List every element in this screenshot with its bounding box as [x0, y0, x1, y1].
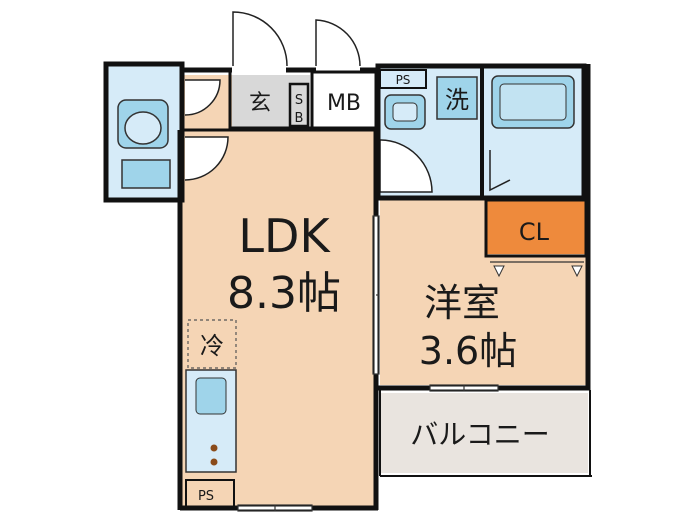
- washer-spot: [436, 76, 478, 120]
- washroom-door: [379, 139, 433, 193]
- floor-fills: [108, 66, 588, 507]
- ldk-name: LDK: [238, 209, 331, 263]
- ldk-door: [184, 136, 229, 181]
- window-marks: [237, 215, 499, 512]
- fixtures: [117, 75, 584, 473]
- kitchen-sink: [185, 369, 237, 473]
- bath-door: [489, 150, 511, 192]
- pipe-space-bottom-label: PS: [198, 489, 214, 504]
- pipe-space-top-label: PS: [396, 73, 411, 87]
- labels: LDK 8.3帖 洋室 3.6帖 バルコニー 玄 S B MB PS 洗 CL …: [198, 73, 550, 504]
- entrance-label: 玄: [249, 91, 271, 116]
- walls: [103, 61, 592, 511]
- western-room-size: 3.6帖: [419, 329, 517, 373]
- closet-floor: [486, 200, 586, 254]
- closet-label: CL: [519, 218, 550, 246]
- balcony-floor: [380, 393, 588, 473]
- fridge-space: [187, 319, 237, 369]
- shoe-box-s-label: S: [295, 93, 303, 108]
- meter-box-floor: [312, 75, 374, 127]
- entrance-door-right: [315, 19, 361, 67]
- bathtub-fixture: [491, 75, 575, 129]
- balcony-name: バルコニー: [410, 418, 549, 451]
- western-room-name: 洋室: [424, 281, 500, 325]
- toilet-door: [184, 79, 221, 116]
- toilet-fixture: [117, 99, 171, 189]
- doors: [184, 11, 511, 193]
- meter-box-label: MB: [327, 91, 361, 116]
- ldk-size: 8.3帖: [227, 268, 341, 319]
- shoe-box-b-label: B: [295, 111, 304, 126]
- closet-hangers: [490, 261, 584, 278]
- wash-basin-fixture: [384, 94, 426, 130]
- fridge-label: 冷: [200, 332, 224, 360]
- washer-label: 洗: [445, 86, 469, 114]
- entrance-door-left: [232, 11, 288, 67]
